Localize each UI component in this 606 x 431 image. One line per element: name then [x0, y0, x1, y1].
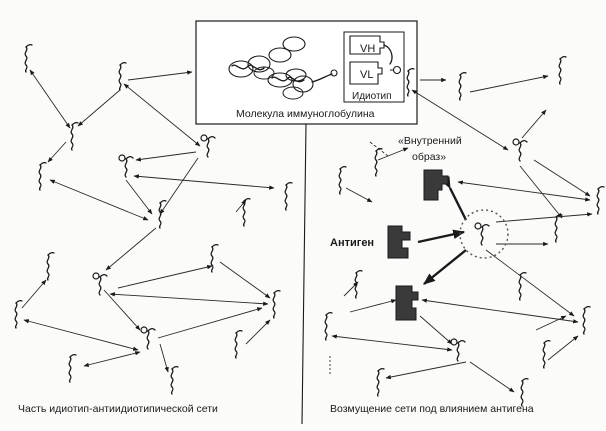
internal-image-block-icon	[423, 169, 449, 201]
antibody-icon	[354, 269, 363, 299]
network-arrow	[411, 89, 509, 151]
antibody-icon	[234, 329, 243, 359]
antibody-icon	[38, 161, 47, 191]
network-arrow	[135, 151, 197, 162]
antibody-icon	[24, 43, 33, 73]
network-arrow	[77, 89, 121, 127]
internal-image-label-1: «Внутренний	[398, 135, 462, 147]
network-arrow	[159, 343, 169, 373]
antibody-icon	[520, 377, 529, 407]
network-arrow	[377, 147, 409, 161]
right-network	[324, 55, 605, 407]
network-arrow	[127, 70, 193, 81]
network-arrow	[485, 249, 575, 317]
network-arrow	[547, 335, 579, 361]
network-arrow	[133, 174, 275, 190]
network-arrow	[219, 261, 271, 299]
network-arrow	[117, 265, 213, 289]
antibody-icon	[518, 271, 527, 301]
network-arrow	[469, 74, 549, 93]
network-arrow	[421, 298, 579, 324]
antibody-icon	[582, 305, 591, 335]
antibody-receptor-icon	[118, 154, 134, 178]
network-arrow	[105, 227, 157, 271]
immunoglobulin-molecule-drawing	[228, 36, 338, 100]
antibody-icon	[458, 71, 467, 101]
antibody-icon	[158, 199, 167, 229]
antibody-icon	[242, 197, 251, 227]
network-arrow	[123, 83, 201, 147]
vh-label: VH	[360, 43, 375, 55]
antibody-receptor-icon	[200, 134, 216, 158]
antibody-icon	[558, 55, 567, 85]
network-arrow	[345, 187, 373, 203]
antigen-block-icon	[387, 225, 411, 259]
antibody-icon	[324, 311, 333, 341]
antibody-icon	[170, 365, 179, 395]
antibody-icon	[272, 289, 281, 319]
network-arrow	[419, 315, 453, 345]
network-arrow	[533, 159, 591, 197]
antibody-icon	[68, 353, 77, 383]
network-arrow	[125, 179, 153, 215]
antibody-receptor-icon	[92, 272, 108, 296]
stimulated-antibody-icon	[474, 222, 490, 246]
network-arrow	[469, 361, 515, 393]
network-arrow	[23, 319, 139, 351]
network-arrow	[83, 351, 141, 367]
antibody-icon	[14, 299, 23, 329]
antibody-icon	[284, 181, 293, 211]
network-arrow	[109, 292, 269, 306]
antibody-receptor-icon	[450, 338, 466, 362]
antigen-binding-arrow	[417, 229, 466, 244]
molecule-caption: Молекула иммуноглобулина	[236, 108, 375, 120]
internal-image-label-2: образ»	[412, 151, 446, 163]
vl-domain	[349, 61, 383, 85]
variable-domain-schematic: VH VL Идиотип	[343, 31, 405, 103]
network-arrow	[535, 315, 567, 331]
network-arrow	[343, 281, 359, 297]
antibody-icon	[70, 121, 79, 151]
network-arrow	[385, 361, 467, 380]
antibody-icon	[542, 339, 551, 369]
antibody-icon	[338, 165, 347, 195]
left-caption: Часть идиотип-антиидиотипической сети	[18, 403, 218, 415]
network-arrow	[159, 157, 199, 215]
antibody-icon	[210, 243, 219, 273]
antigen-label: Антиген	[330, 237, 374, 249]
network-arrow	[47, 141, 67, 163]
vl-label: VL	[360, 69, 373, 81]
network-arrow	[21, 279, 47, 309]
antibody-icon	[596, 185, 605, 215]
panel-divider	[301, 123, 307, 425]
antibody-icon	[374, 147, 383, 177]
left-network	[14, 43, 293, 395]
network-arrow	[349, 299, 397, 313]
network-arrow	[245, 319, 271, 345]
antibody-icon	[118, 61, 127, 91]
antibody-receptor-icon	[140, 326, 156, 350]
network-arrow	[157, 307, 263, 339]
antibody-icon	[554, 213, 563, 243]
network-arrow	[457, 180, 591, 202]
immunoglobulin-molecule-box: VH VL Идиотип Молекула иммуноглобулина	[195, 20, 418, 125]
stimulated-arrow	[423, 249, 467, 285]
right-caption: Возмущение сети под влиянием антигена	[330, 403, 534, 415]
anti-antibody-block-icon	[395, 285, 419, 321]
antibody-icon	[376, 367, 385, 397]
network-arrow	[29, 69, 71, 129]
idiotype-label: Идиотип	[352, 91, 392, 102]
network-arrow	[49, 179, 149, 221]
antibody-icon	[46, 251, 55, 281]
network-arrow	[521, 109, 547, 139]
network-arrow	[331, 334, 453, 352]
antibody-receptor-icon	[512, 138, 528, 162]
internal-image-arrow	[440, 176, 468, 221]
vh-domain	[349, 35, 385, 55]
activation-halo	[459, 209, 509, 259]
network-arrow	[495, 212, 593, 223]
